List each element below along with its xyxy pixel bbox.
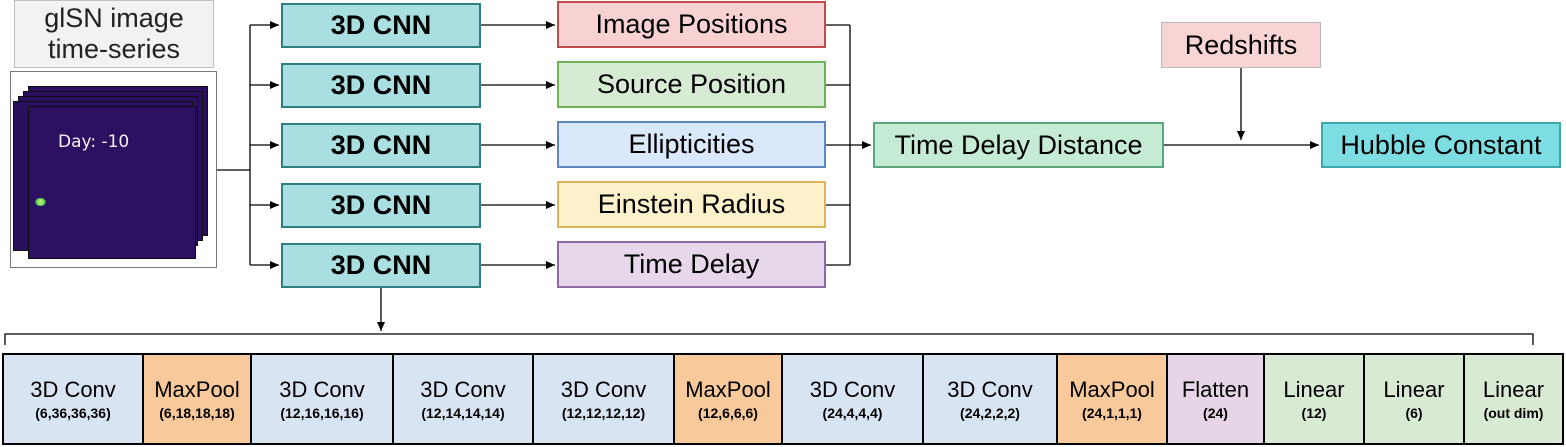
layer-name: Linear	[1482, 376, 1545, 402]
layer-dim: (24,4,4,4)	[822, 405, 883, 422]
layer-3d-conv-4: 3D Conv (12,12,12,12)	[532, 353, 675, 445]
hubble-constant-box: Hubble Constant	[1321, 122, 1561, 168]
layer-maxpool-2: MaxPool (12,6,6,6)	[673, 353, 783, 445]
layer-name: 3D Conv	[560, 376, 647, 402]
layer-dim: (12)	[1301, 405, 1327, 422]
layer-name: 3D Conv	[30, 376, 116, 402]
param-image-positions: Image Positions	[557, 1, 826, 48]
layer-3d-conv-2: 3D Conv (12,16,16,16)	[250, 353, 394, 445]
layer-dim: (6)	[1405, 405, 1423, 422]
layer-dim: (24)	[1203, 405, 1228, 422]
time-delay-distance-box: Time Delay Distance	[873, 122, 1164, 168]
layer-name: MaxPool	[1069, 376, 1155, 402]
layer-name: 3D Conv	[947, 376, 1033, 402]
layer-maxpool-1: MaxPool (6,18,18,18)	[142, 353, 252, 445]
layer-name: Linear	[1283, 376, 1345, 402]
cnn-block-4: 3D CNN	[281, 183, 481, 228]
layer-name: Linear	[1383, 376, 1445, 402]
layer-linear-3: Linear (out dim)	[1463, 353, 1564, 445]
layer-dim: (6,36,36,36)	[35, 405, 111, 422]
layer-linear-2: Linear (6)	[1363, 353, 1465, 445]
layer-detail-bracket	[4, 333, 1534, 345]
cnn-block-5: 3D CNN	[281, 243, 481, 288]
day-label: Day: -10	[58, 132, 130, 152]
layer-name: MaxPool	[154, 376, 240, 402]
layer-dim: (24,2,2,2)	[960, 405, 1020, 422]
input-title-box: glSN image time-series	[14, 0, 214, 68]
input-title-line2: time-series	[47, 34, 181, 64]
param-source-position: Source Position	[557, 61, 826, 108]
redshifts-box: Redshifts	[1161, 22, 1321, 68]
layer-dim: (12,14,14,14)	[421, 405, 505, 422]
cnn-block-1: 3D CNN	[281, 3, 481, 48]
layer-name: MaxPool	[685, 376, 771, 402]
layer-dim: (out dim)	[1483, 405, 1544, 422]
supernova-spot	[35, 198, 46, 206]
param-einstein-radius: Einstein Radius	[557, 181, 826, 228]
input-title-line1: glSN image	[44, 3, 184, 33]
layer-name: 3D Conv	[809, 376, 896, 402]
cnn-block-3: 3D CNN	[281, 123, 481, 168]
layer-3d-conv-3: 3D Conv (12,14,14,14)	[392, 353, 534, 445]
layer-name: 3D Conv	[420, 376, 506, 402]
cnn-block-2: 3D CNN	[281, 63, 481, 108]
layer-3d-conv-5: 3D Conv (24,4,4,4)	[781, 353, 924, 445]
layer-flatten: Flatten (24)	[1166, 353, 1265, 445]
layer-3d-conv-6: 3D Conv (24,2,2,2)	[922, 353, 1058, 445]
layer-name: 3D Conv	[279, 376, 365, 402]
layer-dim: (24,1,1,1)	[1082, 405, 1142, 422]
param-ellipticities: Ellipticities	[557, 121, 826, 168]
layer-3d-conv-1: 3D Conv (6,36,36,36)	[2, 353, 144, 445]
layer-linear-1: Linear (12)	[1263, 353, 1365, 445]
layer-name: Flatten	[1181, 376, 1250, 402]
layer-dim: (12,12,12,12)	[561, 405, 646, 422]
layer-dim: (12,6,6,6)	[698, 405, 758, 422]
layer-maxpool-3: MaxPool (24,1,1,1)	[1056, 353, 1168, 445]
param-time-delay: Time Delay	[557, 241, 826, 288]
image-frame-front	[28, 106, 196, 259]
layer-dim: (12,16,16,16)	[280, 405, 364, 422]
layer-dim: (6,18,18,18)	[159, 405, 235, 422]
